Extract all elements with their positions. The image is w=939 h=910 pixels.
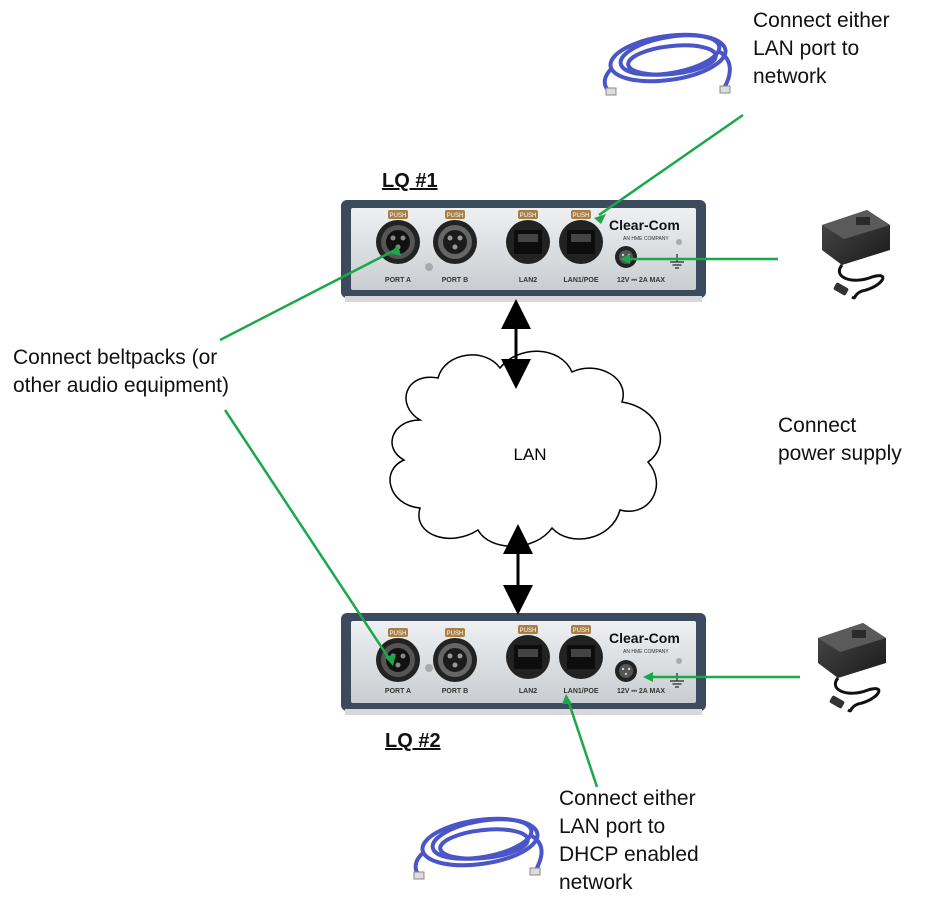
brand-logo: Clear-Com: [609, 217, 680, 233]
power-jack-icon: [615, 660, 637, 682]
push-label: PUSH: [390, 213, 407, 219]
port-label: PORT B: [442, 688, 468, 695]
device-title-lq2: LQ #2: [385, 730, 441, 752]
note-line: LAN port to: [559, 815, 666, 838]
xlr-connector-icon: PUSH: [376, 210, 420, 264]
connector-line: [223, 409, 392, 661]
push-label: PUSH: [520, 628, 537, 634]
lan-cloud: LAN: [389, 350, 662, 547]
connector-line: [566, 699, 599, 788]
push-label: PUSH: [447, 213, 464, 219]
device-lq1: PUSH PUSH PUSH PUSH: [341, 200, 706, 302]
device-title-lq1: LQ #1: [382, 170, 438, 192]
note-line: network: [559, 871, 633, 894]
connector-arrowhead: [385, 654, 396, 666]
note-line: DHCP enabled: [559, 843, 699, 866]
power-label: 12V ⎓ 2A MAX: [617, 277, 665, 284]
note-line: network: [753, 65, 827, 88]
port-label: PORT B: [442, 277, 468, 284]
screw-icon: [425, 664, 433, 672]
device-base: [345, 709, 702, 715]
connector-line: [598, 113, 744, 217]
connector-line: [219, 248, 396, 342]
xlr-connector-icon: PUSH: [433, 210, 477, 264]
rj45-port-icon: PUSH: [559, 625, 603, 679]
device-lq2: PUSH PUSH PUSH PUSH Clear-Com AN HME COM…: [341, 613, 706, 715]
xlr-connector-icon: PUSH: [433, 628, 477, 682]
rj45-port-icon: PUSH: [506, 625, 550, 679]
brand-sub: AN HME COMPANY: [623, 649, 669, 655]
note-line: Connect either: [753, 9, 890, 32]
port-label: LAN1/POE: [563, 688, 598, 695]
connector-arrowhead: [562, 694, 572, 704]
device-base: [345, 296, 702, 302]
connector-arrowhead: [390, 245, 401, 256]
screw-icon: [425, 263, 433, 271]
note-lan-bottom: Connect either LAN port to DHCP enabled …: [559, 785, 699, 897]
rj45-port-icon: PUSH: [559, 210, 603, 264]
note-line: power supply: [778, 442, 902, 465]
port-label: PORT A: [385, 688, 411, 695]
screw-icon: [676, 658, 682, 664]
port-label: LAN2: [519, 277, 537, 284]
connector-arrowhead: [594, 214, 606, 224]
connector-arrowhead: [643, 672, 653, 682]
note-line: LAN port to: [753, 37, 860, 60]
note-line: Connect: [778, 414, 857, 437]
note-line: Connect either: [559, 787, 696, 810]
connector-arrowhead: [620, 254, 630, 264]
brand-sub: AN HME COMPANY: [623, 236, 669, 242]
port-label: LAN2: [519, 688, 537, 695]
xlr-connector-icon: PUSH: [376, 628, 420, 682]
port-label: PORT A: [385, 277, 411, 284]
push-label: PUSH: [390, 631, 407, 637]
power-adapter-icon: [822, 210, 890, 300]
push-label: PUSH: [520, 213, 537, 219]
note-line: Connect beltpacks (or: [13, 346, 218, 369]
cloud-label: LAN: [513, 445, 546, 464]
note-power: Connect power supply: [778, 412, 902, 468]
ethernet-cable-icon: [602, 32, 732, 94]
push-label: PUSH: [573, 628, 590, 634]
brand-logo: Clear-Com: [609, 630, 680, 646]
rj45-plug-icon: [413, 867, 541, 880]
note-line: other audio equipment): [13, 374, 229, 397]
screw-icon: [676, 239, 682, 245]
power-adapter-icon: [818, 623, 886, 713]
push-label: PUSH: [447, 631, 464, 637]
rj45-plug-icon: [605, 85, 731, 96]
push-label: PUSH: [573, 213, 590, 219]
power-label: 12V ⎓ 2A MAX: [617, 688, 665, 695]
rj45-port-icon: PUSH: [506, 210, 550, 264]
port-label: LAN1/POE: [563, 277, 598, 284]
note-lan-top: Connect either LAN port to network: [753, 7, 890, 91]
ethernet-cable-icon: [413, 816, 544, 878]
note-beltpacks: Connect beltpacks (or other audio equipm…: [13, 344, 229, 400]
